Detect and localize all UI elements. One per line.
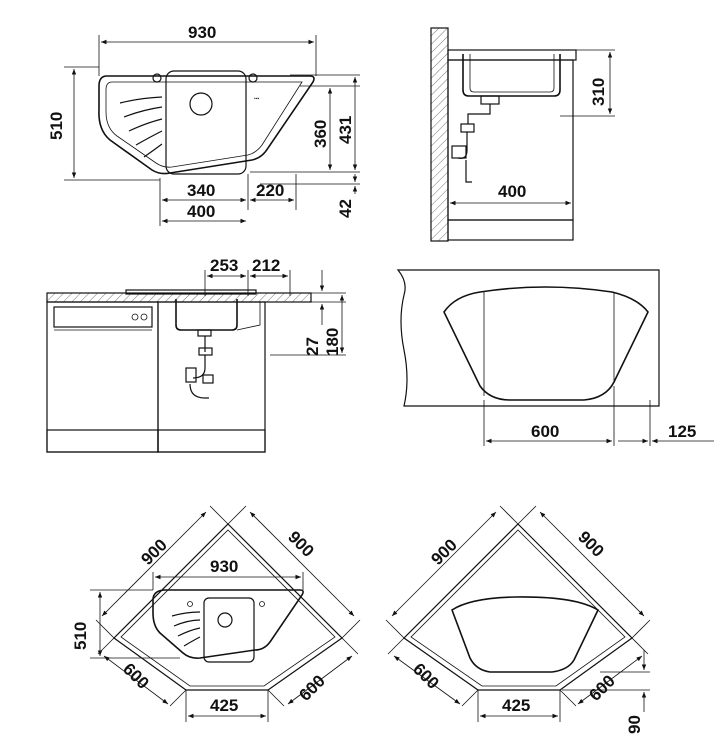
dim-425-right: 425 — [502, 696, 530, 715]
dim-27: 27 — [303, 337, 322, 356]
dim-900-left-cut: 900 — [427, 535, 460, 568]
dim-930: 930 — [188, 23, 216, 42]
dim-340: 340 — [187, 181, 215, 200]
dim-180: 180 — [323, 328, 342, 356]
dim-212: 212 — [252, 256, 280, 275]
dim-125: 125 — [668, 422, 696, 441]
dim-930-corner: 930 — [210, 557, 238, 576]
dim-900-left: 900 — [137, 535, 170, 568]
dim-431: 431 — [336, 116, 355, 144]
side-section-top-right: 310 400 — [430, 27, 615, 242]
brand-mark: ▪▪▪ — [254, 96, 260, 102]
dim-600-cutout: 600 — [531, 422, 559, 441]
dim-600-left: 600 — [119, 659, 152, 692]
dim-42: 42 — [336, 199, 355, 218]
dim-310: 310 — [589, 78, 608, 106]
dim-900-right-cut: 900 — [574, 527, 607, 560]
dim-510: 510 — [47, 112, 66, 140]
dim-600-right-cut: 600 — [585, 671, 618, 704]
dim-510-corner: 510 — [71, 622, 90, 650]
dim-400-side: 400 — [498, 182, 526, 201]
dim-400-top: 400 — [187, 202, 215, 221]
dim-600-right: 600 — [295, 671, 328, 704]
dim-220: 220 — [256, 181, 284, 200]
front-elevation-middle-left: 253 212 27 180 — [46, 256, 346, 453]
dim-900-right: 900 — [284, 527, 317, 560]
cutout-view-middle-right: 600 125 — [396, 269, 714, 446]
dim-360: 360 — [311, 120, 330, 148]
dim-425-left: 425 — [210, 696, 238, 715]
plan-view-top-left: ▪▪▪ 930 510 360 431 42 340 220 4 — [47, 23, 360, 226]
corner-cutout-bottom-right: 900 900 600 600 425 90 — [385, 505, 651, 734]
dim-253: 253 — [210, 256, 238, 275]
corner-plan-bottom-left: 930 510 900 900 600 600 425 — [71, 505, 361, 722]
dim-90: 90 — [625, 715, 644, 734]
